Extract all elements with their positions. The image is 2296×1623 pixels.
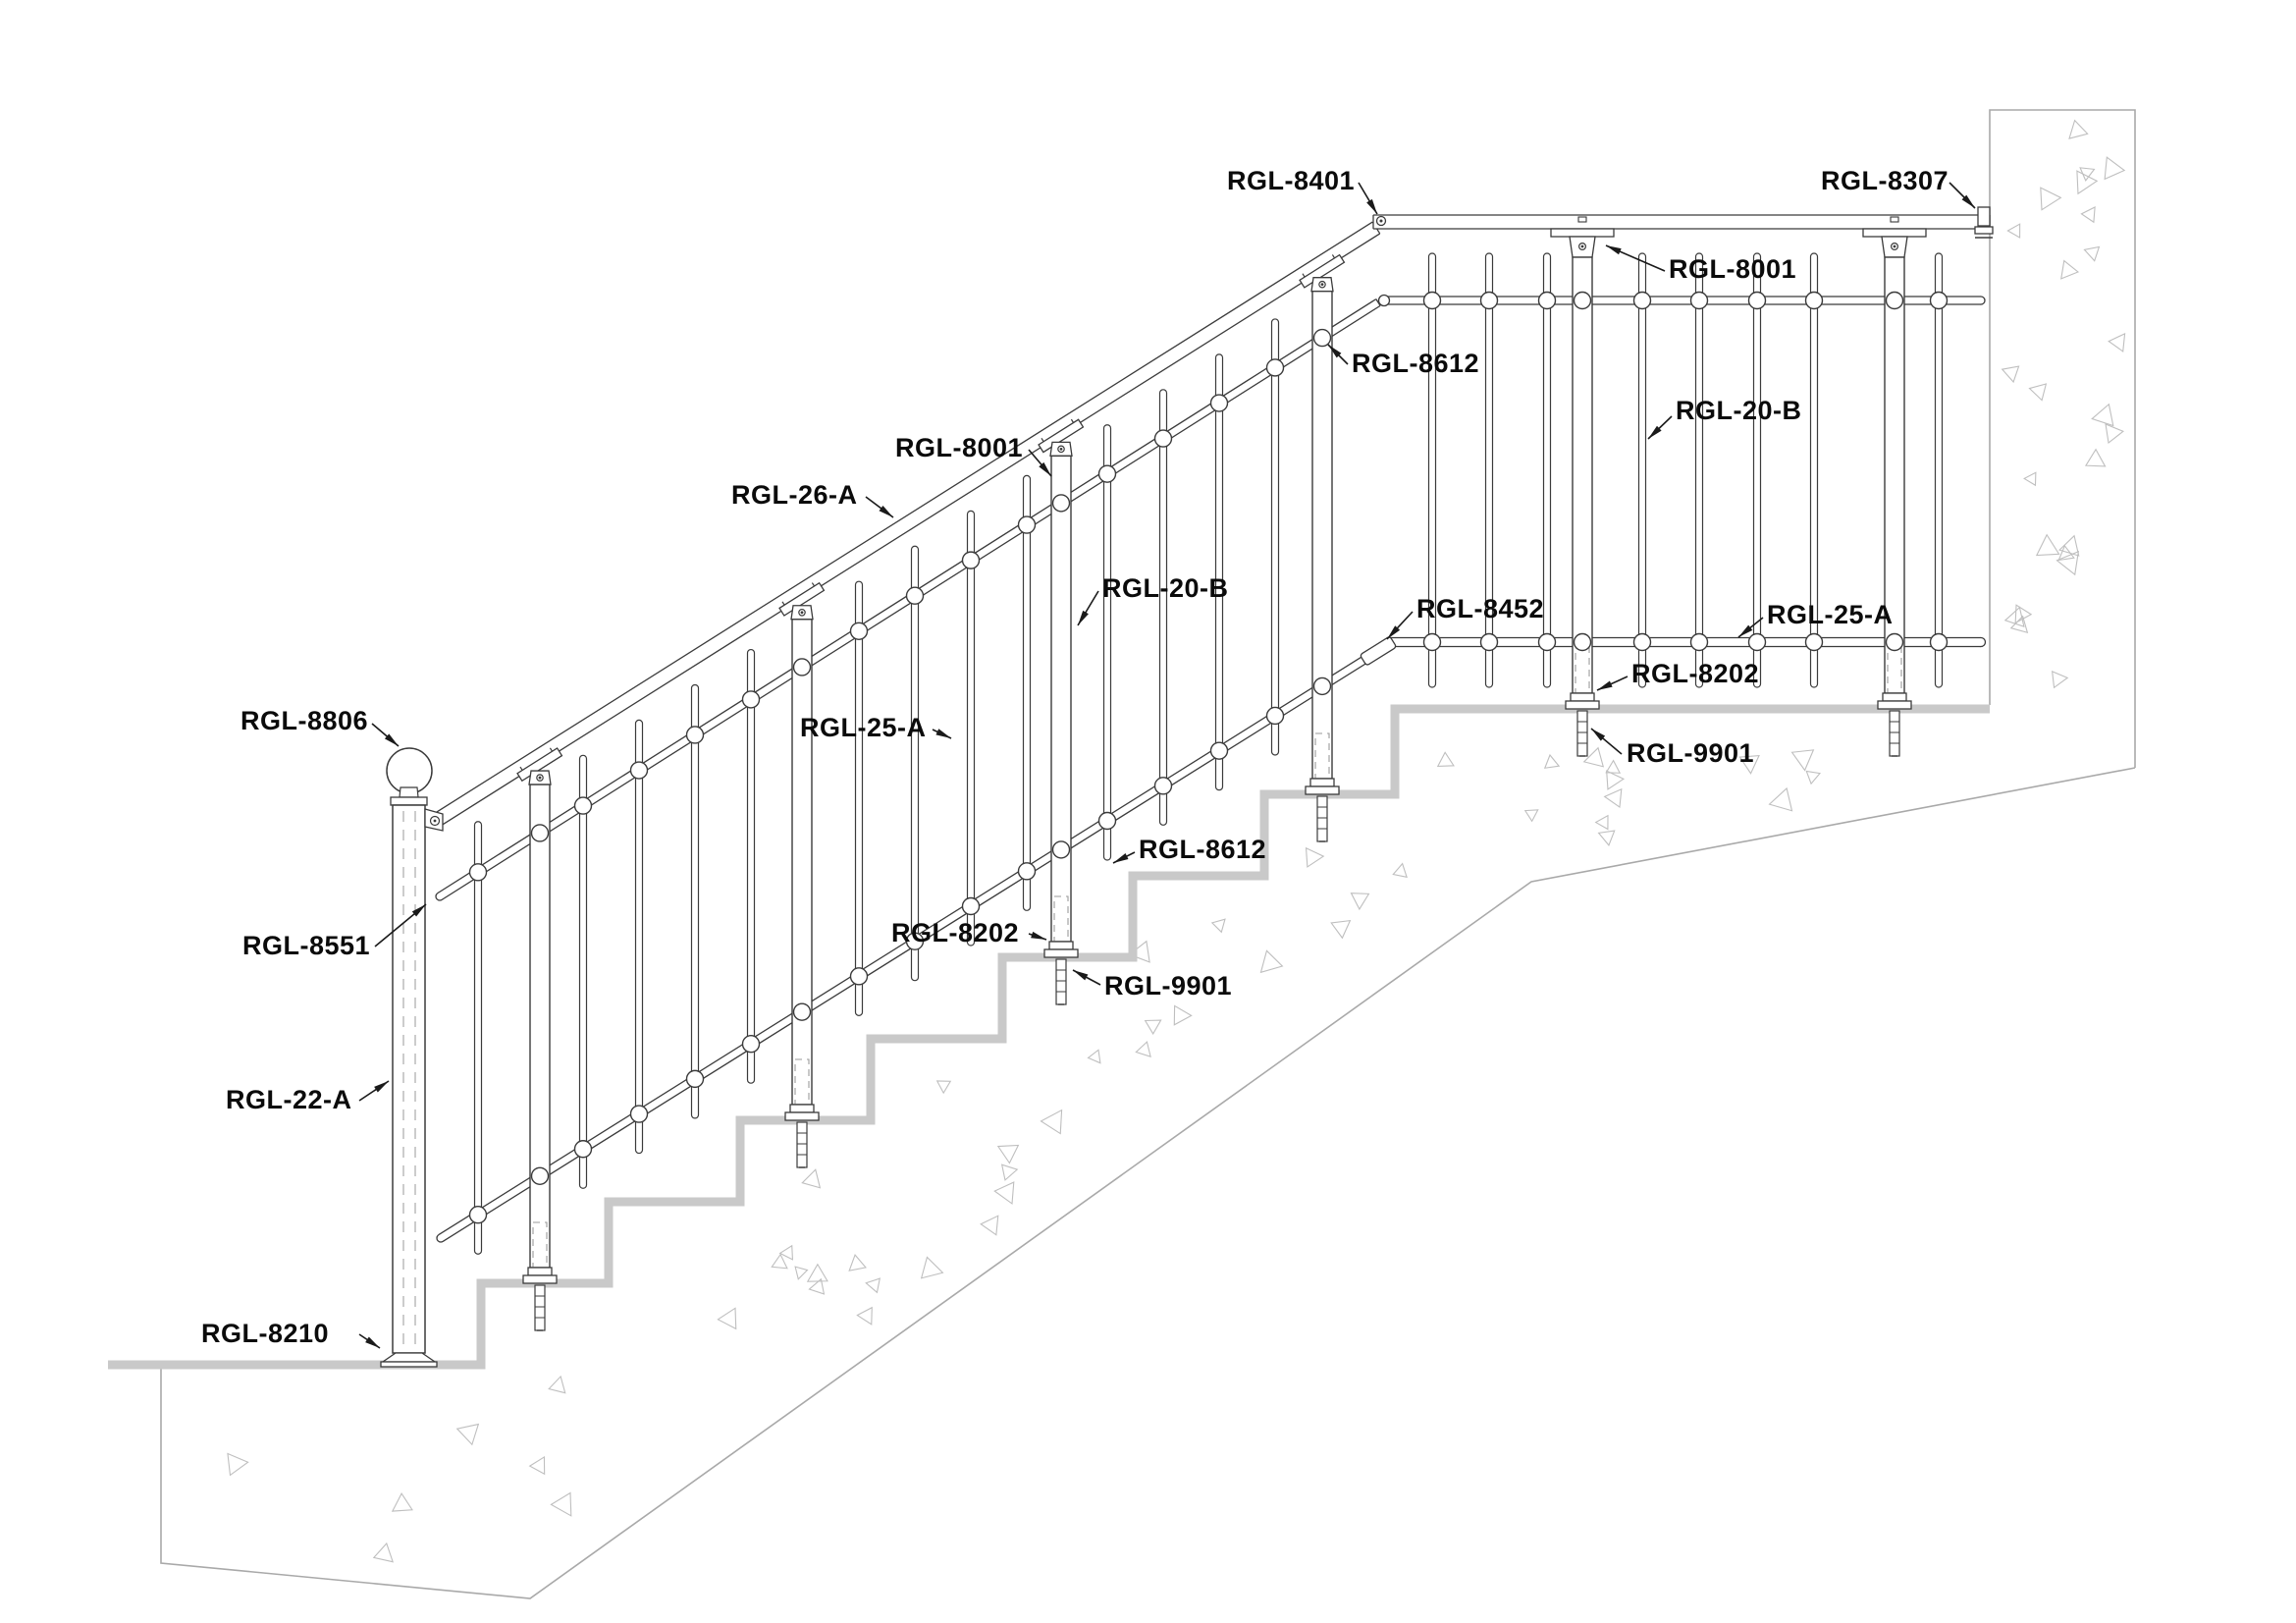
label-rgl-8612-corner: RGL-8612 xyxy=(1327,344,1479,378)
baluster xyxy=(1484,252,1494,688)
leader-arrowhead xyxy=(1039,461,1051,476)
connector-8452 xyxy=(1360,636,1397,666)
label-rgl-8401: RGL-8401 xyxy=(1227,166,1378,215)
part-number-text: RGL-26-A xyxy=(731,480,858,510)
leader-arrowhead xyxy=(374,1081,389,1093)
baluster xyxy=(473,821,483,1255)
baluster xyxy=(854,580,864,1016)
label-rgl-22-a: RGL-22-A xyxy=(226,1080,390,1114)
baluster xyxy=(966,510,976,947)
baluster xyxy=(910,545,920,982)
part-number-text: RGL-25-A xyxy=(1767,600,1894,629)
part-number-text: RGL-8806 xyxy=(240,706,368,735)
baluster xyxy=(1102,424,1112,861)
label-rgl-8202-stair: RGL-8202 xyxy=(891,918,1047,947)
label-rgl-20-b-landing: RGL-20-B xyxy=(1647,396,1802,440)
wall-mount-8307 xyxy=(1974,206,1994,239)
baluster xyxy=(1934,252,1944,688)
part-number-text: RGL-20-B xyxy=(1676,396,1802,425)
part-number-text: RGL-8307 xyxy=(1821,166,1949,195)
baluster xyxy=(1022,474,1032,911)
part-number-text: RGL-8001 xyxy=(1669,254,1796,284)
baluster xyxy=(1270,318,1280,756)
leader-arrowhead xyxy=(365,1336,380,1348)
label-rgl-8001-stair: RGL-8001 xyxy=(895,433,1052,477)
leader-arrowhead xyxy=(935,729,951,738)
rings xyxy=(468,291,1949,1224)
leader-arrowhead xyxy=(411,904,426,917)
leader-arrowhead xyxy=(1591,729,1606,741)
ball-cap xyxy=(386,747,433,794)
part-number-text: RGL-8452 xyxy=(1416,594,1544,623)
part-number-text: RGL-8202 xyxy=(891,918,1019,947)
label-rgl-8806: RGL-8806 xyxy=(240,706,400,747)
baluster xyxy=(1214,353,1224,791)
leader-arrowhead xyxy=(1366,198,1377,214)
part-number-text: RGL-8210 xyxy=(201,1319,329,1348)
concrete-hatch xyxy=(227,119,2126,1563)
stair-step-profile xyxy=(108,704,1990,1370)
leader-arrowhead xyxy=(1328,345,1342,358)
label-rgl-20-b-stair: RGL-20-B xyxy=(1077,573,1229,626)
leader-arrowhead xyxy=(1113,853,1129,863)
baluster xyxy=(746,648,756,1084)
label-rgl-8612-stair: RGL-8612 xyxy=(1112,835,1266,864)
label-rgl-8551: RGL-8551 xyxy=(242,903,427,960)
part-number-text: RGL-8001 xyxy=(895,433,1023,462)
label-rgl-25-a-stair: RGL-25-A xyxy=(800,713,952,742)
leader-arrowhead xyxy=(1648,425,1662,439)
leader-arrowhead xyxy=(1031,931,1046,940)
leader-arrowhead xyxy=(1738,624,1753,637)
stair-post xyxy=(1038,418,1085,1005)
part-number-text: RGL-8551 xyxy=(242,931,370,960)
stair-post xyxy=(778,581,826,1168)
label-rgl-25-a-landing: RGL-25-A xyxy=(1737,600,1894,638)
posts xyxy=(380,216,1927,1368)
label-rgl-8001-landing: RGL-8001 xyxy=(1605,244,1796,284)
part-number-text: RGL-9901 xyxy=(1627,738,1754,768)
newel-post xyxy=(380,747,444,1368)
label-rgl-9901-stair: RGL-9901 xyxy=(1072,969,1232,1001)
leader-arrowhead xyxy=(1387,625,1401,639)
part-number-text: RGL-22-A xyxy=(226,1085,352,1114)
part-number-text: RGL-8202 xyxy=(1631,659,1759,688)
part-number-text: RGL-9901 xyxy=(1104,971,1232,1001)
leader-arrowhead xyxy=(879,505,893,517)
baluster xyxy=(1542,252,1552,688)
baluster xyxy=(1158,389,1168,826)
stair-post xyxy=(516,747,563,1331)
part-number-text: RGL-8401 xyxy=(1227,166,1355,195)
concrete-outline xyxy=(160,109,2136,1599)
leader-arrowhead xyxy=(384,733,399,746)
label-rgl-8452: RGL-8452 xyxy=(1386,594,1544,640)
landing-post xyxy=(1550,216,1615,757)
leader-arrowhead xyxy=(1606,245,1622,255)
baluster xyxy=(1694,252,1704,688)
leader-arrowhead xyxy=(1597,680,1613,690)
leader-arrowhead xyxy=(1961,194,1975,208)
part-number-text: RGL-25-A xyxy=(800,713,927,742)
baluster xyxy=(578,754,588,1189)
part-number-text: RGL-20-B xyxy=(1102,573,1229,603)
label-rgl-8202-landing: RGL-8202 xyxy=(1596,659,1759,691)
baluster xyxy=(1637,252,1647,688)
label-rgl-8210: RGL-8210 xyxy=(201,1319,381,1349)
part-number-text: RGL-8612 xyxy=(1139,835,1266,864)
landing-post xyxy=(1862,216,1927,757)
baluster xyxy=(690,683,700,1119)
balusters xyxy=(473,252,1944,1255)
label-rgl-26-a: RGL-26-A xyxy=(731,480,894,518)
baluster xyxy=(1752,252,1762,688)
stair-post xyxy=(1299,253,1346,842)
leader-arrowhead xyxy=(1078,610,1089,625)
baluster xyxy=(634,719,644,1155)
label-rgl-8307: RGL-8307 xyxy=(1821,166,1976,209)
part-number-text: RGL-8612 xyxy=(1352,349,1479,378)
baluster xyxy=(1427,252,1437,688)
baluster xyxy=(1809,252,1819,688)
leader-arrowhead xyxy=(1073,970,1089,981)
label-rgl-9901-landing: RGL-9901 xyxy=(1590,728,1754,768)
